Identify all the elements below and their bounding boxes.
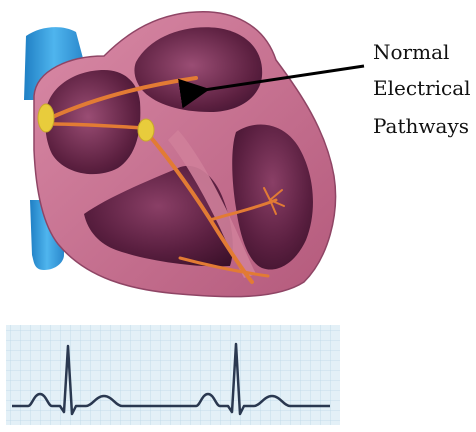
label-line-normal: Normal — [373, 38, 449, 66]
ecg-grid — [6, 325, 340, 425]
label-line-electrical: Electrical — [373, 74, 471, 102]
ecg-strip — [6, 325, 340, 425]
sinoatrial-node — [38, 104, 54, 132]
label-line-pathways: Pathways — [373, 112, 469, 140]
atrioventricular-node — [138, 119, 154, 141]
